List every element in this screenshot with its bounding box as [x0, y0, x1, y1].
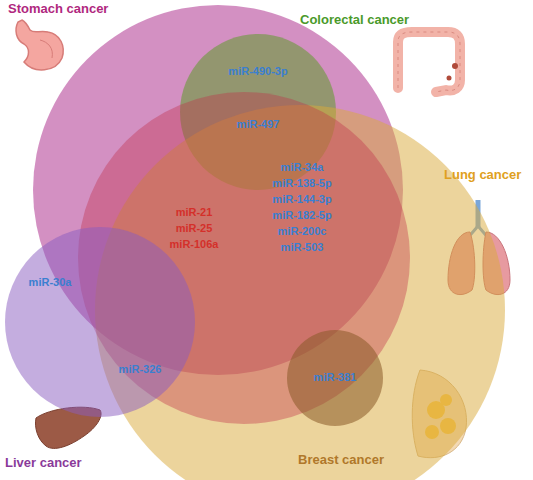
mirna-name: miR-144-3p [272, 193, 331, 206]
set-circle [287, 330, 383, 426]
mirna-name: miR-30a [29, 276, 72, 289]
colon-icon [398, 32, 460, 92]
mirna-name: miR-381 [314, 371, 357, 384]
circle-outline [5, 227, 195, 417]
cancer-label: Lung cancer [444, 168, 521, 183]
cancer-label: Stomach cancer [8, 2, 108, 17]
mirna-name: miR-490-3p [228, 65, 287, 78]
mirna-name: miR-25 [176, 222, 213, 235]
mirna-name: miR-21 [176, 206, 213, 219]
mirna-name: miR-106a [170, 238, 219, 251]
set-circle [5, 227, 195, 417]
mirna-name: miR-497 [237, 118, 280, 131]
breast-circle: Breast cancermiR-381 [287, 330, 383, 426]
liver-circle: Liver cancer [5, 227, 195, 417]
cancer-label: Liver cancer [5, 456, 82, 471]
mirna-name: miR-138-5p [272, 177, 331, 190]
mirna-name: miR-34a [281, 161, 324, 174]
stomach-icon [16, 20, 63, 70]
cancer-label: Breast cancer [298, 453, 384, 468]
mirna-name: miR-326 [119, 363, 162, 376]
mirna-name: miR-182-5p [272, 209, 331, 222]
cancer-label: Colorectal cancer [300, 13, 409, 28]
mirna-name: miR-200c [278, 225, 327, 238]
mirna-name: miR-503 [281, 241, 324, 254]
